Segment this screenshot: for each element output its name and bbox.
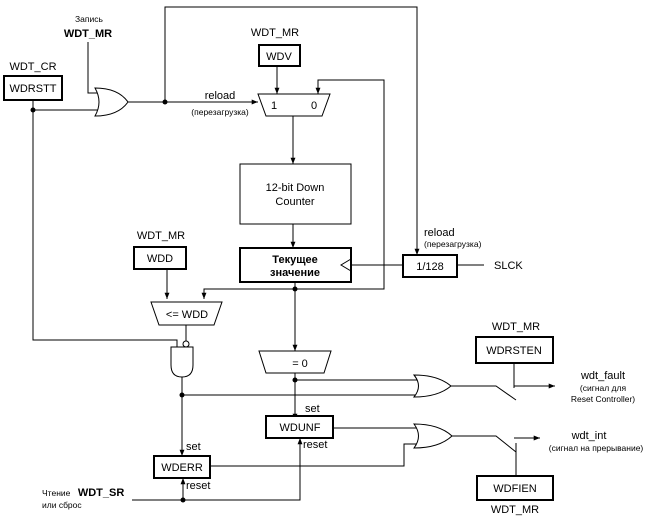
junction-dot <box>162 99 168 105</box>
wderr-reset-label: reset <box>186 480 210 492</box>
wires <box>32 6 555 501</box>
junction-dot <box>292 377 298 383</box>
wire-reload-loop <box>164 6 420 255</box>
mux-input-1: 1 <box>271 100 277 112</box>
wdd-box <box>133 246 187 270</box>
wire-current-to-wdd-cmp <box>201 288 295 299</box>
wdt-fault-label: wdt_fault <box>580 370 625 382</box>
wdrsten-box <box>475 336 554 364</box>
wdv-box <box>258 44 301 67</box>
mux-input-0: 0 <box>311 100 317 112</box>
wdunf-set-label: set <box>305 403 320 415</box>
junction-dots <box>30 99 298 503</box>
wdt-int-label: wdt_int <box>571 430 607 442</box>
wdfien-label: WDFIEN <box>493 483 536 495</box>
zero-comparator <box>258 350 332 374</box>
wire-int-out <box>452 435 517 453</box>
wire-wdrstt-to-or <box>32 100 100 111</box>
junction-dot <box>179 392 185 398</box>
wdd-comparator <box>150 301 223 326</box>
wdunf-reset-label: reset <box>303 439 327 451</box>
junction-dot <box>180 497 186 503</box>
reload-right-label-ru: (перезагрузка) <box>424 239 482 249</box>
divider-box <box>402 254 458 278</box>
wderr-set-label: set <box>186 441 201 453</box>
down-counter-box <box>239 163 352 225</box>
wdt-fault-desc-2: Reset Controller) <box>571 394 635 404</box>
write-caption: Запись <box>75 14 103 24</box>
current-value-box <box>239 247 352 283</box>
wdt-mr-wdv-label: WDT_MR <box>251 27 299 39</box>
wire-wdrstt-to-and <box>32 110 178 347</box>
current-value-line1: Текущее <box>272 254 317 266</box>
wdt-mr-fien-label: WDT_MR <box>491 504 539 516</box>
read-register-label: WDT_SR <box>78 487 125 499</box>
fault-or-gate <box>412 374 452 398</box>
wdd-comparator-label: <= WDD <box>166 309 208 321</box>
interrupt-or-gate <box>413 423 453 449</box>
down-counter-line2: Counter <box>275 196 314 208</box>
wire-fault-out <box>450 385 517 401</box>
write-register-label: WDT_MR <box>64 28 112 40</box>
current-value-line2: значение <box>270 267 320 279</box>
wdd-label: WDD <box>147 253 173 265</box>
read-caption-word: Чтение <box>42 488 71 498</box>
wdt-mr-wdd-label: WDT_MR <box>137 230 185 242</box>
wdt-fault-desc-1: (сигнал для <box>580 383 627 393</box>
and-gate <box>170 346 194 378</box>
wdunf-label: WDUNF <box>280 422 321 434</box>
wdrstt-box <box>3 75 63 101</box>
wdt-int-desc: (сигнал на прерывание) <box>549 443 644 453</box>
zero-comparator-label: = 0 <box>292 358 308 370</box>
reload-mux <box>257 93 331 117</box>
wire-feedback-to-mux0 <box>295 79 385 290</box>
reload-right-label: reload <box>424 227 455 239</box>
junction-dot <box>30 107 36 113</box>
wdt-mr-rsten-label: WDT_MR <box>492 321 540 333</box>
reload-label-ru: (перезагрузка) <box>191 107 249 117</box>
wdfien-box <box>476 475 554 501</box>
wderr-label: WDERR <box>161 462 203 474</box>
clock-input-triangle <box>340 258 352 272</box>
wire-wderr-to-int-or <box>210 443 419 467</box>
down-counter-line1: 12-bit Down <box>266 182 325 194</box>
divider-label: 1/128 <box>416 261 444 273</box>
wdunf-box <box>265 415 334 439</box>
wire-write-to-or <box>87 42 100 94</box>
and-inverted-input <box>182 340 190 348</box>
read-caption: Чтение WDT_SR <box>42 483 124 500</box>
wdrstt-label: WDRSTT <box>9 83 56 95</box>
wdt-cr-label: WDT_CR <box>9 61 56 73</box>
reload-or-gate <box>94 87 129 117</box>
junction-dot <box>292 286 298 292</box>
reload-label: reload <box>205 90 236 102</box>
wdrsten-label: WDRSTEN <box>486 345 542 357</box>
wire-read-reset <box>132 438 303 501</box>
wdv-label: WDV <box>266 51 292 63</box>
or-reset-caption: или сброс <box>42 500 82 510</box>
wderr-box <box>153 455 211 479</box>
slck-label: SLCK <box>494 260 523 272</box>
